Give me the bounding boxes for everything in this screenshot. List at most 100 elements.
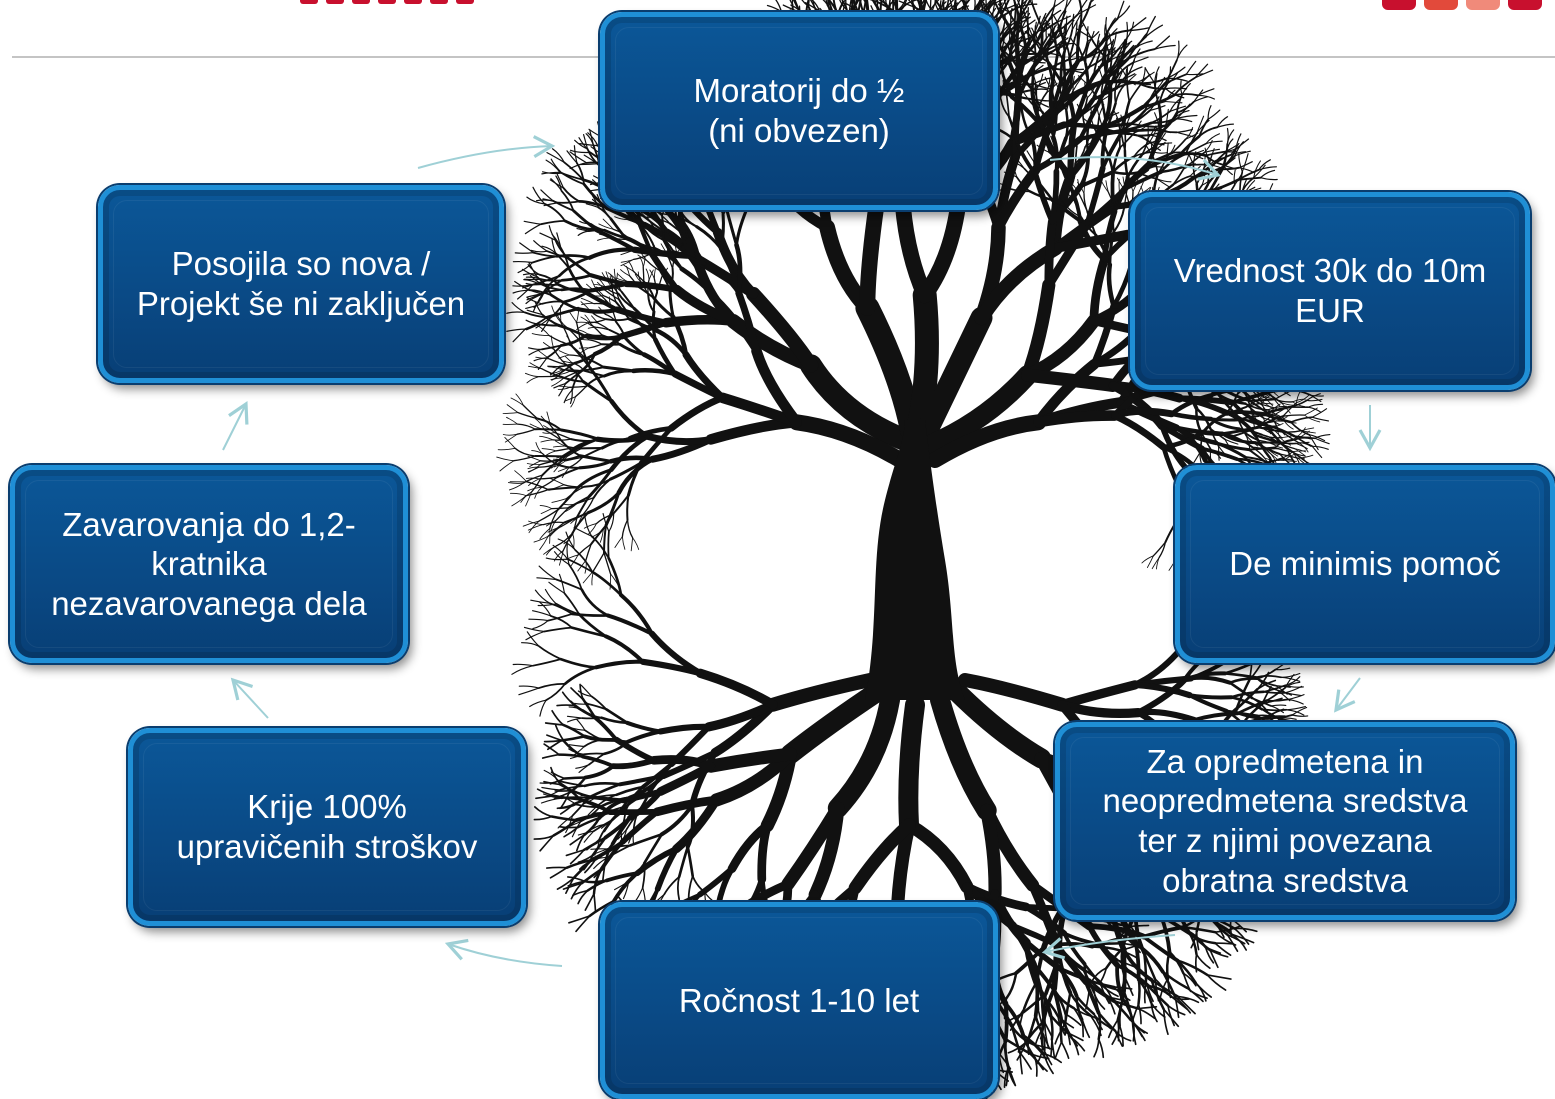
tree-branch — [839, 0, 851, 13]
tree-branch — [547, 526, 562, 533]
tree-branch — [1234, 141, 1244, 157]
tree-branch — [1040, 6, 1055, 28]
tree-branch — [543, 425, 556, 434]
tree-branch — [1065, 90, 1074, 112]
tree-branch — [499, 460, 515, 472]
tree-branch — [562, 503, 578, 506]
tree-branch — [535, 356, 550, 360]
tree-branch — [946, 0, 950, 7]
tree-branch — [1140, 143, 1159, 157]
tree-branch — [570, 554, 579, 567]
tree-branch — [1258, 159, 1271, 171]
tree-branch — [1068, 36, 1076, 59]
tree-branch — [567, 495, 591, 509]
tree-branch — [1165, 108, 1169, 125]
tree-branch — [1084, 43, 1090, 65]
tree-branch — [916, 0, 924, 11]
tree-branch — [522, 520, 540, 527]
tree-branch — [1137, 32, 1148, 47]
tree-branch — [569, 389, 573, 404]
tree-branch — [527, 466, 540, 470]
tree-branch — [1132, 56, 1149, 64]
tree-branch — [557, 256, 591, 278]
tree-branch — [502, 433, 518, 436]
node-krije: Krije 100% upravičenih stroškov — [128, 728, 526, 926]
tree-branch — [648, 250, 681, 293]
tree-branch — [1074, 145, 1087, 165]
tree-branch — [1063, 25, 1067, 42]
tree-branch — [920, 365, 1038, 455]
tree-branch — [1082, 114, 1089, 132]
tree-branch — [1190, 153, 1204, 160]
tree-branch — [543, 545, 557, 555]
tree-branch — [540, 189, 554, 202]
tree-branch — [579, 366, 605, 372]
tree-branch — [791, 0, 794, 6]
tree-branch — [1069, 162, 1077, 189]
tree-branch — [1096, 93, 1112, 104]
logo-cropped — [1378, 0, 1555, 14]
tree-branch — [570, 149, 591, 154]
tree-branch — [1124, 73, 1137, 86]
tree-branch — [1007, 31, 1016, 64]
tree-branch — [560, 273, 593, 282]
tree-branch — [875, 0, 879, 3]
tree-branch — [543, 450, 557, 458]
tree-branch — [523, 311, 548, 319]
tree-branch — [557, 455, 569, 465]
tree-branch — [1148, 129, 1157, 145]
tree-branch — [558, 383, 567, 397]
tree-branch — [1084, 134, 1092, 148]
arrow-posojila-to-moratorij — [417, 135, 556, 169]
tree-branch — [549, 369, 563, 375]
tree-branch — [1311, 416, 1330, 422]
tree-branch — [504, 436, 516, 449]
tree-branch — [1116, 5, 1131, 20]
title-text-cropped — [300, 0, 580, 10]
tree-branch — [851, 0, 858, 12]
tree-branch — [541, 300, 565, 305]
tree-branch — [1193, 96, 1209, 103]
tree-branch — [585, 543, 592, 561]
tree-branch — [1154, 73, 1158, 92]
tree-branch — [556, 173, 565, 189]
tree-branch — [1159, 152, 1187, 174]
tree-branch — [529, 275, 543, 286]
tree-branch — [566, 486, 586, 500]
tree-branch — [560, 516, 578, 528]
tree-branch — [1015, 158, 1025, 170]
tree-branch — [565, 503, 578, 512]
tree-branch — [602, 513, 614, 531]
tree-branch — [543, 429, 562, 441]
tree-branch — [1051, 12, 1062, 30]
tree-branch — [551, 377, 565, 387]
tree-branch — [1053, 31, 1057, 46]
tree-branch — [1165, 87, 1188, 90]
tree-branch — [746, 286, 819, 373]
tree-branch — [1045, 24, 1057, 40]
tree-branch — [539, 535, 549, 551]
tree-branch — [557, 375, 585, 383]
tree-branch — [844, 2, 858, 12]
tree-branch — [553, 383, 567, 389]
tree-branch — [869, 0, 879, 3]
tree-branch — [549, 366, 560, 376]
tree-branch — [611, 494, 630, 516]
tree-branch — [532, 186, 546, 205]
tree-branch — [566, 256, 593, 277]
tree-branch — [1115, 69, 1124, 85]
tree-branch — [496, 456, 515, 462]
tree-branch — [528, 478, 540, 487]
tree-branch — [539, 504, 553, 510]
tree-branch — [999, 0, 1005, 19]
tree-branch — [1110, 69, 1117, 85]
tree-branch — [1089, 36, 1106, 59]
tree-branch — [1126, 80, 1131, 103]
tree-branch — [841, 0, 847, 4]
tree-branch — [570, 438, 598, 443]
tree-branch — [1198, 126, 1219, 138]
tree-branch — [1079, 101, 1084, 116]
tree-branch — [920, 0, 923, 5]
tree-branch — [1153, 44, 1176, 50]
tree-branch — [1074, 145, 1078, 165]
